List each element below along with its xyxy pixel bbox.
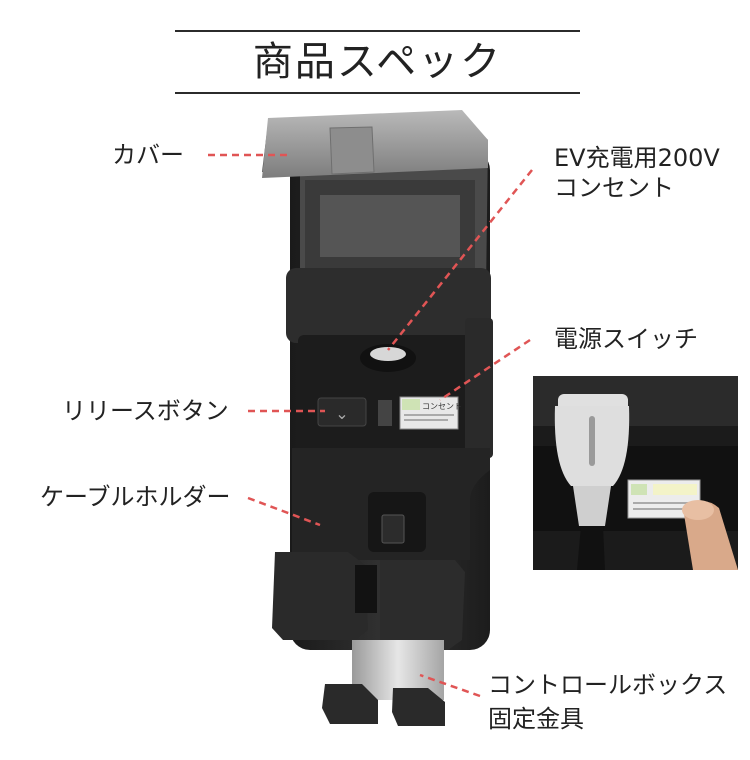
leader-control-box: [419, 673, 481, 698]
inset-finger: [682, 500, 738, 570]
control-box-bracket: [322, 640, 445, 726]
inset-photo-switch: [533, 376, 738, 570]
inset-plug: [554, 394, 630, 570]
leader-cable-holder: [247, 496, 321, 527]
label-outlet-line2: コンセント: [554, 174, 674, 202]
page-title: 商品スペック: [252, 39, 503, 85]
release-button-graphic: ⌄: [317, 397, 367, 427]
title-rule-top: [175, 30, 580, 32]
label-outlet-line1: EV充電用200V: [554, 144, 720, 172]
spec-title-block: 商品スペック: [175, 30, 580, 94]
label-control-box-line2: 固定金具: [488, 705, 584, 733]
label-cover: カバー: [112, 141, 184, 169]
leader-power-switch: [439, 338, 531, 402]
label-release-button: リリースボタン: [62, 397, 229, 425]
title-rule-bottom: [175, 92, 580, 94]
leader-outlet: [387, 169, 533, 351]
label-power-switch: 電源スイッチ: [554, 325, 698, 353]
ev-outlet-socket: [360, 344, 416, 372]
switch-panel-label: コンセント: [422, 402, 462, 411]
label-cable-holder: ケーブルホルダー: [40, 483, 231, 511]
inset-photo-image: [533, 376, 738, 570]
label-control-box-line1: コントロールボックス: [488, 671, 728, 699]
release-icon-glyph: ⌄: [335, 404, 348, 423]
inset-switch-panel: [627, 479, 701, 519]
device-cover: [262, 110, 488, 290]
cable-holder: [272, 448, 490, 650]
power-switch-panel: コンセント: [399, 396, 462, 430]
